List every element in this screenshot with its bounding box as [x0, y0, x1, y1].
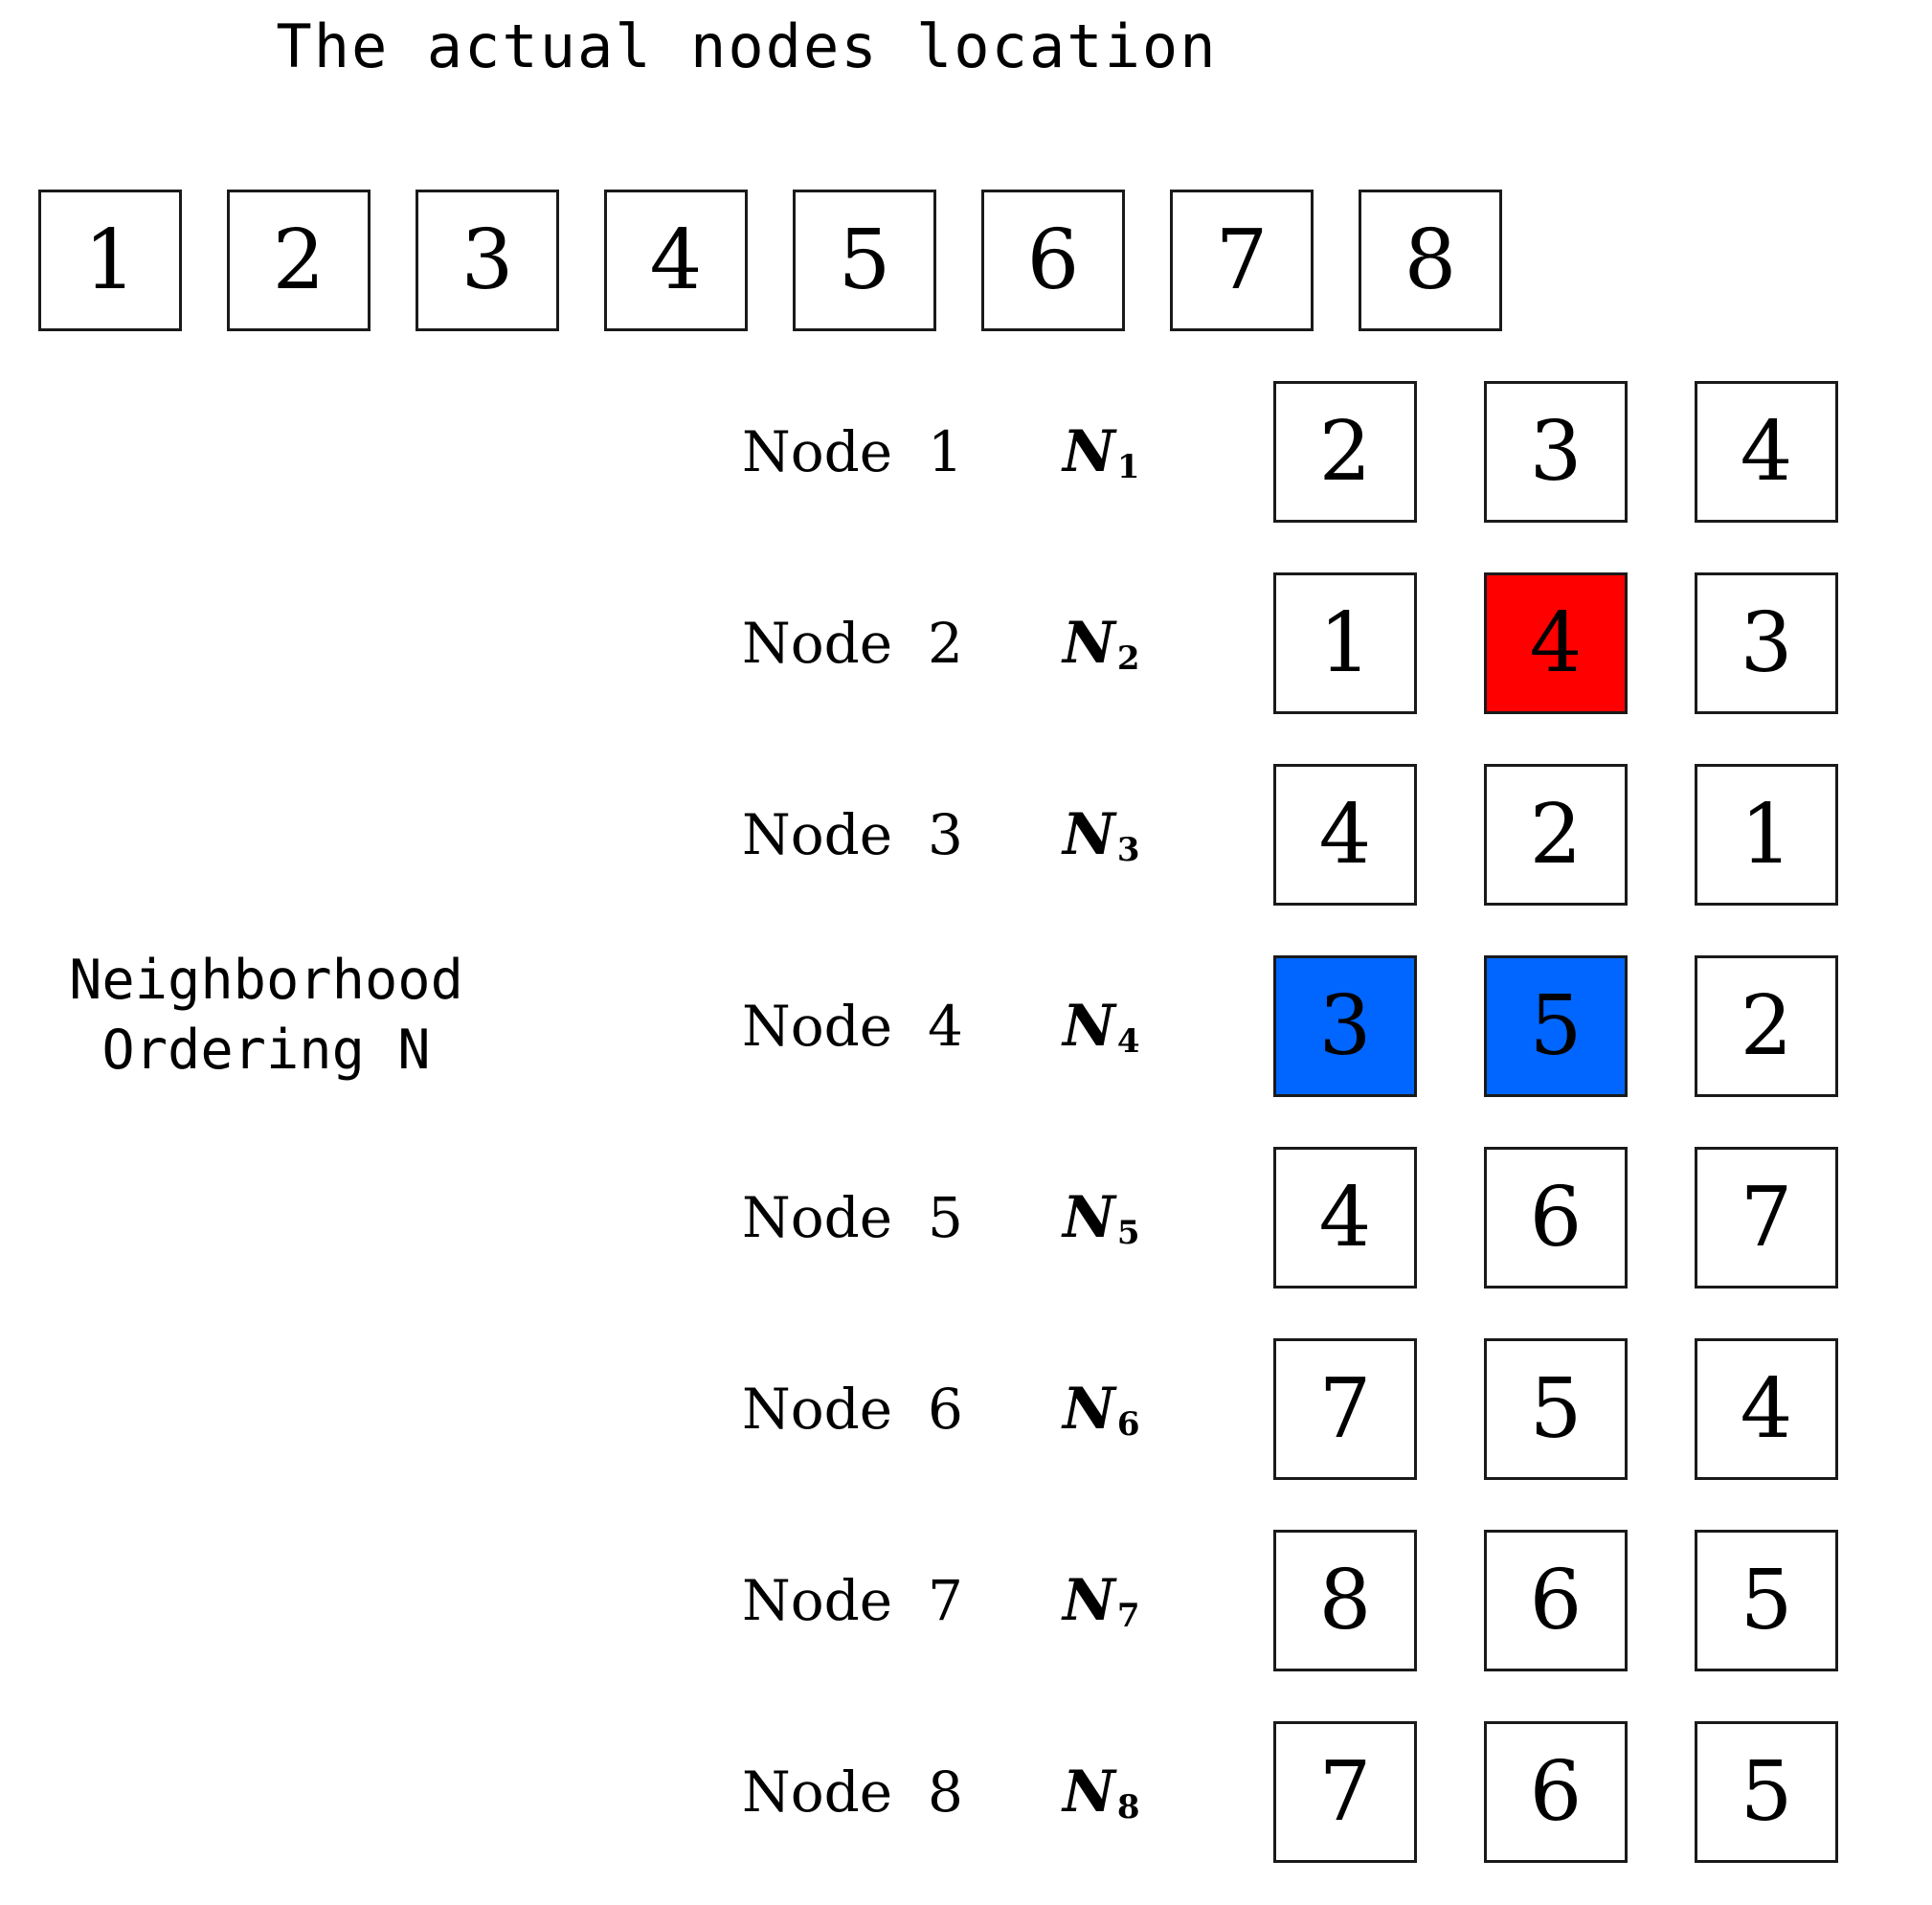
neighborhood-ordering-label: Neighborhood Ordering N [69, 949, 463, 1082]
symbol-subscript: 3 [1116, 831, 1140, 869]
neighbor-cell-r7-c2: 6 [1484, 1530, 1628, 1671]
neighbor-cell-r7-c1: 8 [1273, 1530, 1417, 1671]
neighbor-cell-r7-c3: 5 [1695, 1530, 1838, 1671]
symbol-subscript: 1 [1116, 448, 1140, 486]
node-row-label-2: Node 2 [742, 611, 963, 676]
neighbor-cell-r4-c3: 2 [1695, 955, 1838, 1097]
neighbor-cell-r5-c1: 4 [1273, 1147, 1417, 1289]
node-row-label-3: Node 3 [742, 802, 963, 867]
neighbor-cell-r4-c1: 3 [1273, 955, 1417, 1097]
node-row-label-4: Node 4 [742, 994, 963, 1059]
neighbor-cell-r1-c3: 4 [1695, 381, 1838, 523]
node-row-label-1: Node 1 [742, 419, 963, 484]
symbol-letter: N [1063, 1376, 1115, 1443]
symbol-subscript: 8 [1116, 1788, 1140, 1827]
neighbor-cell-r4-c2: 5 [1484, 955, 1628, 1097]
symbol-subscript: 7 [1116, 1597, 1140, 1635]
neighbor-cell-r6-c1: 7 [1273, 1338, 1417, 1480]
neighbor-cell-r8-c2: 6 [1484, 1721, 1628, 1863]
node-row-label-8: Node 8 [742, 1759, 963, 1825]
page-title: The actual nodes location [276, 11, 1218, 81]
actual-node-box-1: 1 [38, 190, 182, 331]
symbol-letter: N [1063, 1184, 1115, 1251]
node-row-label-7: Node 7 [742, 1568, 963, 1633]
symbol-letter: N [1063, 1759, 1115, 1826]
neighbor-cell-r3-c1: 4 [1273, 764, 1417, 906]
symbol-letter: N [1063, 993, 1115, 1060]
neighbor-cell-r1-c2: 3 [1484, 381, 1628, 523]
symbol-subscript: 4 [1116, 1022, 1140, 1061]
neighbor-cell-r2-c3: 3 [1695, 572, 1838, 714]
neighbor-cell-r2-c2: 4 [1484, 572, 1628, 714]
actual-node-box-2: 2 [227, 190, 371, 331]
actual-node-box-5: 5 [793, 190, 936, 331]
node-row-label-6: Node 6 [742, 1377, 963, 1442]
actual-node-box-8: 8 [1359, 190, 1502, 331]
actual-node-box-3: 3 [416, 190, 559, 331]
neighbor-cell-r2-c1: 1 [1273, 572, 1417, 714]
actual-node-box-7: 7 [1170, 190, 1314, 331]
neighbor-cell-r5-c3: 7 [1695, 1147, 1838, 1289]
node-row-label-5: Node 5 [742, 1185, 963, 1250]
neighbor-cell-r1-c1: 2 [1273, 381, 1417, 523]
symbol-letter: N [1063, 610, 1115, 677]
neighbor-cell-r8-c1: 7 [1273, 1721, 1417, 1863]
neighbor-cell-r3-c2: 2 [1484, 764, 1628, 906]
symbol-subscript: 5 [1116, 1214, 1140, 1252]
neighbor-cell-r8-c3: 5 [1695, 1721, 1838, 1863]
symbol-letter: N [1063, 1567, 1115, 1634]
symbol-subscript: 2 [1116, 639, 1140, 678]
symbol-subscript: 6 [1116, 1405, 1140, 1444]
symbol-letter: N [1063, 801, 1115, 868]
neighbor-cell-r5-c2: 6 [1484, 1147, 1628, 1289]
symbol-letter: N [1063, 418, 1115, 485]
neighbor-cell-r6-c3: 4 [1695, 1338, 1838, 1480]
neighbor-cell-r6-c2: 5 [1484, 1338, 1628, 1480]
neighbor-cell-r3-c3: 1 [1695, 764, 1838, 906]
actual-node-box-4: 4 [604, 190, 748, 331]
actual-node-box-6: 6 [981, 190, 1125, 331]
